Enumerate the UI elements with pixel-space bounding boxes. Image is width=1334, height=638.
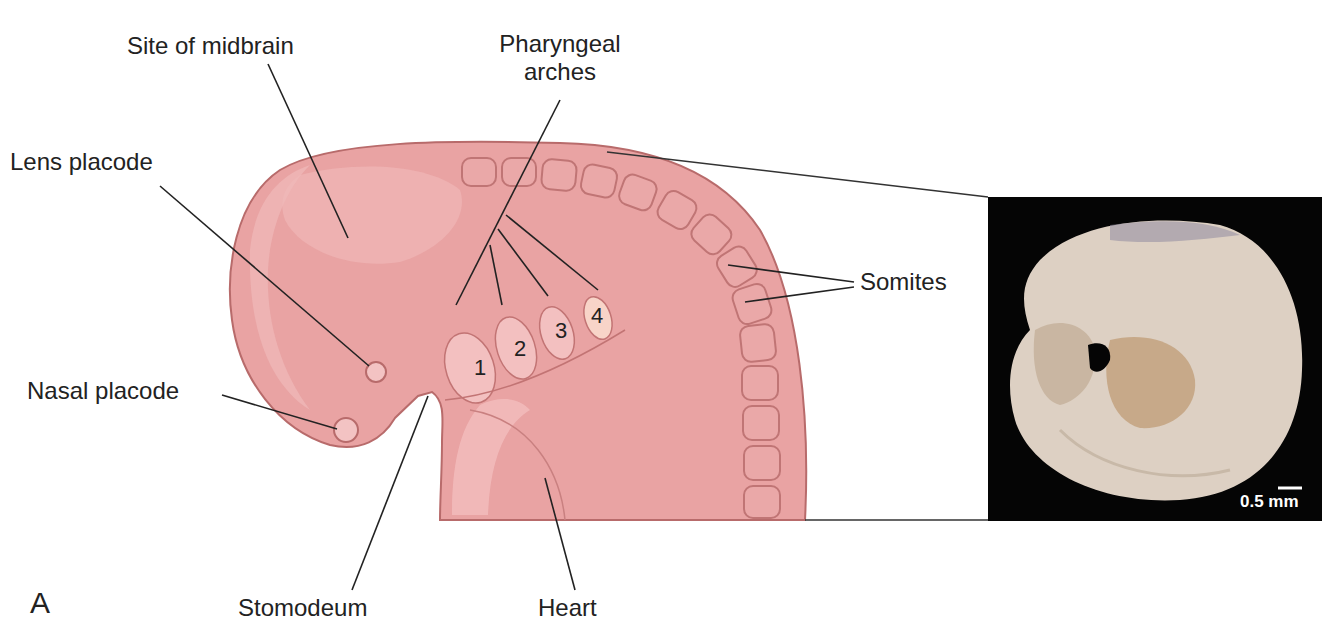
photo-face [1034,323,1096,405]
head-highlight [250,165,310,410]
embryo-body [230,142,806,520]
somite [739,323,777,362]
structure-label: Site of midbrain [127,32,294,60]
heart-bulge [470,410,565,520]
somite [744,446,780,480]
leader-line [545,478,575,590]
structure-label: Nasal placode [27,377,179,405]
callout-number: 1 [474,355,486,380]
leader-line [268,64,348,238]
leader-line [745,287,854,302]
somite [462,158,496,186]
leader-line [728,265,854,282]
leader-line [160,186,369,366]
photo-panel [988,197,1322,521]
structure-label: Somites [860,268,947,296]
leader-line [498,229,548,296]
structure-label: Stomodeum [238,594,367,622]
somite [579,163,618,199]
leader-line [506,215,598,290]
zoom-lines [607,152,988,520]
somite [744,486,780,518]
zoom-line [607,152,988,197]
nasal-placode [334,418,358,442]
photo-embryo [1010,221,1302,501]
structure-label: Heart [538,594,597,622]
photo-tail [1060,430,1230,476]
heart-shade [452,399,530,515]
leader-line [352,396,428,590]
arch-shape [533,302,580,363]
structure-label: Lens placode [10,148,153,176]
arch-shape [579,293,617,343]
somites [462,158,780,518]
zoom-line [805,519,988,521]
leader-line [490,245,502,305]
arch-shape [488,312,544,385]
leader-lines [160,64,854,590]
somite [617,172,660,213]
leader-line [456,100,560,305]
photo-ground [988,197,1322,521]
scale-bar [1278,487,1302,490]
somite [654,188,699,233]
callout-number: 2 [514,336,526,361]
callout-number: 4 [591,303,603,328]
structure-label: Pharyngeal arches [480,30,640,85]
somite [541,159,577,192]
callout-number: 3 [555,318,567,343]
leader-line [222,395,337,429]
photo-heart [1106,337,1195,428]
somite [742,366,778,400]
arch-groove [445,330,625,400]
midbrain-shade [282,167,462,264]
pharyngeal-arches [436,293,625,410]
placodes [334,362,386,442]
photo-head-shade [1110,221,1240,242]
scale-label: 0.5 mm [1240,492,1299,512]
body-outline [230,142,806,520]
somite [743,406,779,440]
photo-gap [1088,343,1110,372]
somite [730,282,773,327]
panel-letter: A [30,586,50,621]
